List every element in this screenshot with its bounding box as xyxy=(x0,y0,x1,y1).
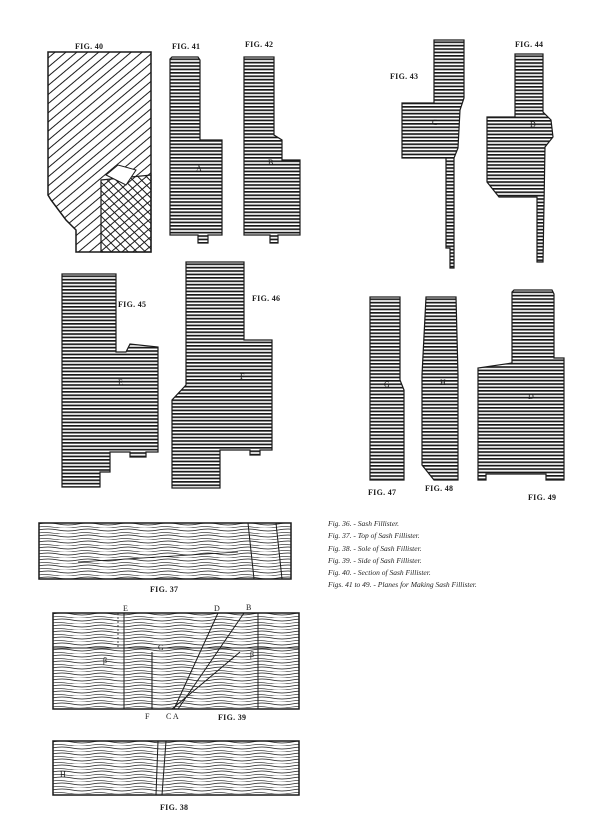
fig42-letter-b: B xyxy=(268,158,274,167)
fig48-label: FIG. 48 xyxy=(425,484,454,493)
fig39-side-drawing xyxy=(52,612,302,712)
fig39-letter-b: B xyxy=(246,603,252,612)
fig39-letter-g: G xyxy=(158,643,164,652)
fig48-letter-h: H xyxy=(440,378,446,387)
fig46-plane-drawing xyxy=(170,260,280,492)
fig49-plane-drawing xyxy=(476,288,571,488)
fig38-label: FIG. 38 xyxy=(160,803,189,812)
fig40-section-drawing xyxy=(46,50,156,255)
fig38-sole-drawing xyxy=(52,740,302,800)
fig41-label: FIG. 41 xyxy=(172,42,201,51)
fig43-letter-c: C xyxy=(432,118,438,127)
fig42-label: FIG. 42 xyxy=(245,40,274,49)
caption-line: Fig. 37. - Top of Sash Fillister. xyxy=(328,531,420,541)
fig43-label: FIG. 43 xyxy=(390,72,419,81)
fig39-letter-e: E xyxy=(123,604,128,613)
fig39-letter-d: D xyxy=(214,604,220,613)
caption-line: Fig. 39. - Side of Sash Fillister. xyxy=(328,555,422,565)
fig38-letter-h: H xyxy=(60,770,66,779)
fig39-letter-beta-right: β xyxy=(250,650,255,659)
fig44-label: FIG. 44 xyxy=(515,40,544,49)
fig49-label: FIG. 49 xyxy=(528,493,557,502)
fig48-plane-drawing xyxy=(420,295,465,485)
fig37-top-drawing xyxy=(38,522,293,582)
fig44-plane-drawing xyxy=(485,52,560,267)
caption-line: Fig. 38. - Sole of Sash Fillister. xyxy=(328,543,422,553)
fig40-label: FIG. 40 xyxy=(75,42,104,51)
fig39-label: FIG. 39 xyxy=(218,713,247,722)
caption-line: Fig. 40. - Section of Sash Fillister. xyxy=(328,568,431,578)
fig47-plane-drawing xyxy=(368,295,413,485)
fig49-letter-d: D xyxy=(528,392,534,401)
fig43-plane-drawing xyxy=(400,38,470,273)
fig39-letter-ca: C A xyxy=(166,712,179,721)
fig47-letter-g: G xyxy=(384,380,390,389)
fig44-letter-d: D xyxy=(530,120,536,129)
figure-caption: Fig. 36. - Sash Fillister. Fig. 37. - To… xyxy=(328,518,477,592)
fig37-label: FIG. 37 xyxy=(150,585,179,594)
fig39-letter-beta-left: β xyxy=(103,656,108,665)
fig46-label: FIG. 46 xyxy=(252,294,281,303)
fig45-label: FIG. 45 xyxy=(118,300,147,309)
caption-line: Fig. 36. - Sash Fillister. xyxy=(328,519,400,528)
fig41-plane-drawing xyxy=(168,55,228,250)
fig47-label: FIG. 47 xyxy=(368,488,397,497)
caption-line: Figs. 41 to 49. - Planes for Making Sash… xyxy=(328,580,477,590)
fig45-plane-drawing xyxy=(60,272,165,492)
fig39-letter-f: F xyxy=(145,712,150,721)
fig41-letter-a: A xyxy=(196,164,202,173)
fig46-letter-f: F xyxy=(240,372,245,381)
fig45-letter-e: E xyxy=(118,378,123,387)
fig42-plane-drawing xyxy=(242,55,307,250)
